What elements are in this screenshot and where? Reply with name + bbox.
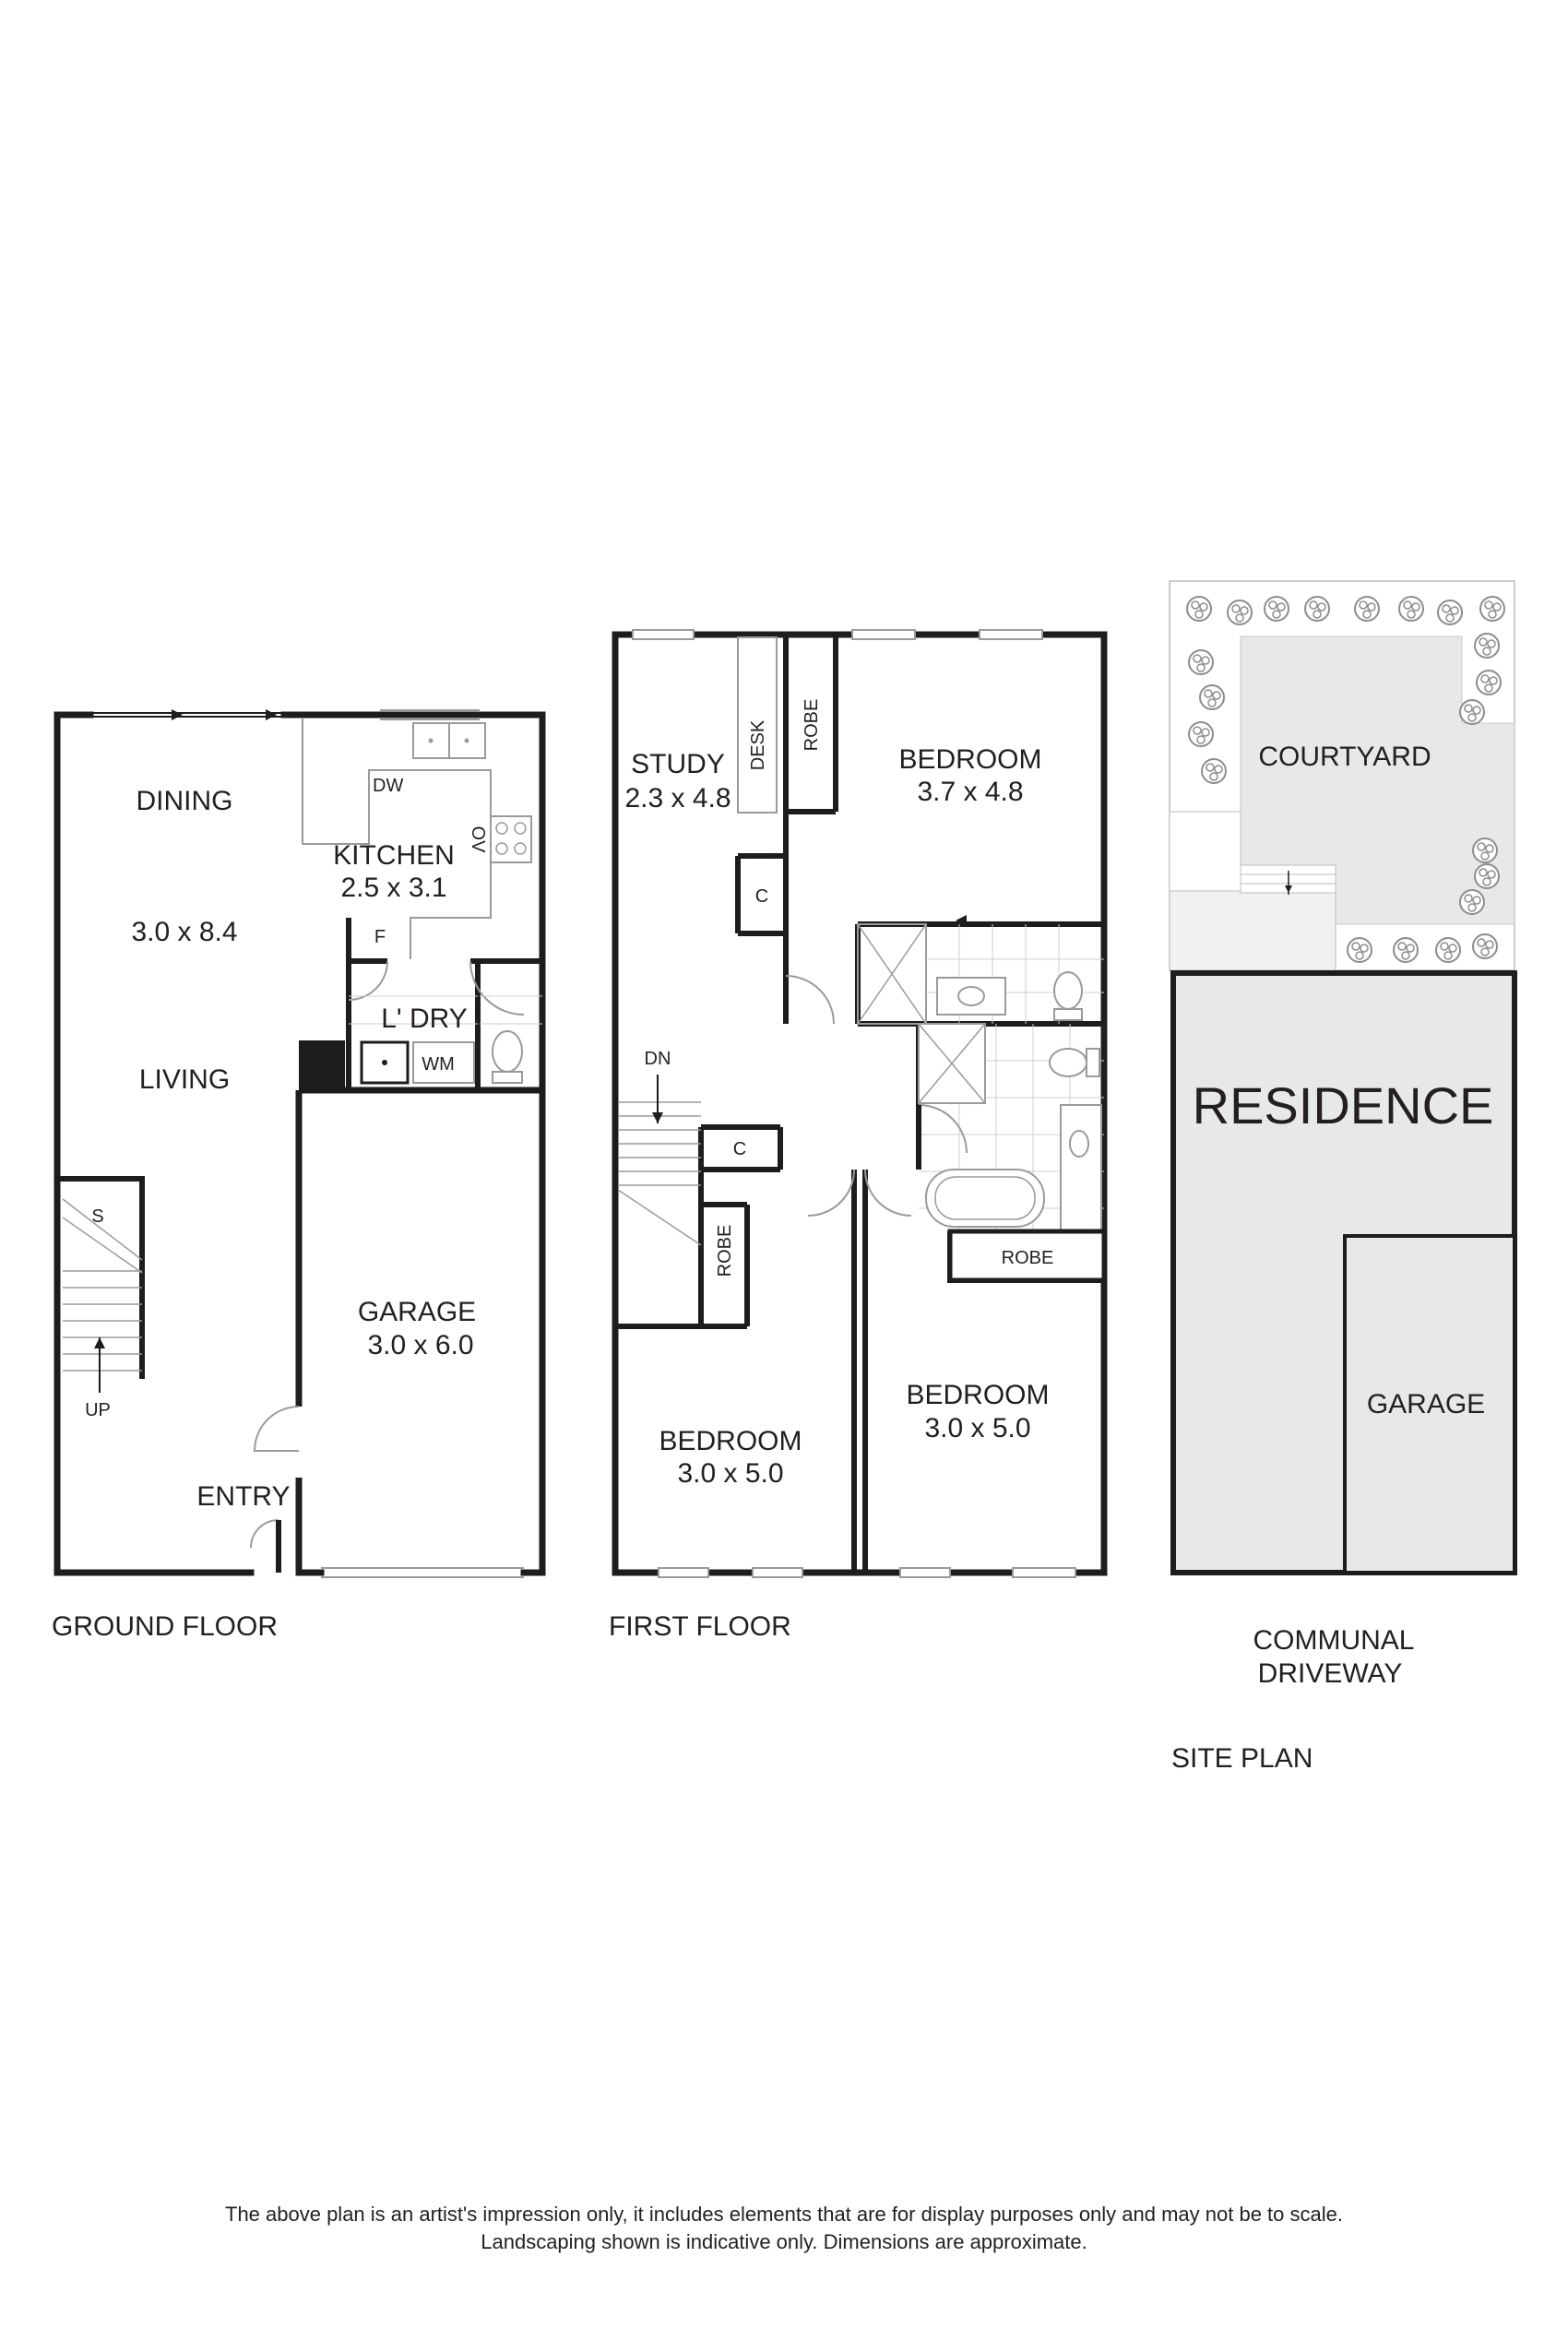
bedroom-2-dimensions: 3.0 x 5.0 (677, 1458, 783, 1489)
washing-machine-label: WM (422, 1054, 455, 1075)
entry-label: ENTRY (196, 1481, 290, 1512)
stair-s-label: S (91, 1206, 103, 1227)
driveway-label-line2: DRIVEWAY (1258, 1658, 1403, 1689)
laundry-label: L' DRY (381, 1004, 468, 1034)
stair-up-label: UP (85, 1400, 111, 1420)
courtyard-label: COURTYARD (1258, 742, 1431, 772)
kitchen-dimensions: 2.5 x 3.1 (340, 873, 446, 903)
first-floor-title: FIRST FLOOR (609, 1611, 791, 1642)
site-plan: COURTYARD RESIDENCE GARAGE COMMUNAL DRIV… (1169, 580, 1517, 1774)
bedroom-3-label: BEDROOM (906, 1380, 1049, 1410)
garage-label: GARAGE (358, 1297, 476, 1327)
stair-down-label: DN (645, 1049, 671, 1069)
desk-label: DESK (748, 719, 768, 770)
oven-label: OV (468, 826, 488, 854)
robe-left-label: ROBE (715, 1225, 735, 1277)
dining-dimensions: 3.0 x 8.4 (131, 917, 237, 947)
robe-right-label: ROBE (1002, 1248, 1054, 1268)
cupboard-2-label: C (733, 1139, 746, 1159)
ground-floor-title: GROUND FLOOR (52, 1611, 278, 1642)
robe-top-label: ROBE (802, 699, 822, 752)
site-plan-title: SITE PLAN (1171, 1743, 1313, 1774)
garage-dimensions: 3.0 x 6.0 (367, 1330, 473, 1360)
ground-floor-plan: DINING 3.0 x 8.4 LIVING KITCHEN 2.5 x 3.… (52, 709, 546, 1642)
fridge-label: F (374, 927, 386, 947)
disclaimer-line-2: Landscaping shown is indicative only. Di… (481, 2230, 1087, 2253)
dishwasher-label: DW (373, 776, 403, 796)
bedroom-2-label: BEDROOM (659, 1426, 802, 1456)
residence-label: RESIDENCE (1193, 1076, 1494, 1134)
study-label: STUDY (631, 749, 725, 779)
bedroom-3-dimensions: 3.0 x 5.0 (924, 1413, 1030, 1443)
first-floor-plan: STUDY 2.3 x 4.8 DESK ROBE BEDROOM 3.7 x … (609, 629, 1108, 1642)
study-dimensions: 2.3 x 4.8 (624, 783, 731, 814)
living-label: LIVING (139, 1064, 230, 1095)
cupboard-1-label: C (755, 886, 768, 907)
driveway-label-line1: COMMUNAL (1253, 1625, 1414, 1656)
bedroom-1-label: BEDROOM (898, 744, 1041, 775)
site-garage-label: GARAGE (1367, 1389, 1485, 1420)
dining-label: DINING (137, 786, 233, 816)
bedroom-1-dimensions: 3.7 x 4.8 (917, 777, 1023, 807)
disclaimer-line-1: The above plan is an artist's impression… (225, 2203, 1343, 2226)
kitchen-label: KITCHEN (333, 840, 455, 871)
